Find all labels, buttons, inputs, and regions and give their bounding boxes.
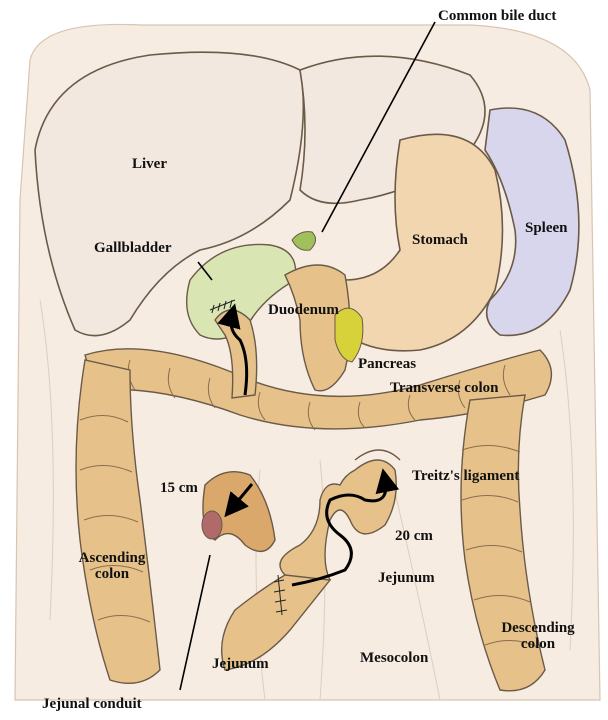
label-duodenum: Duodenum (268, 302, 339, 318)
label-gallbladder: Gallbladder (94, 240, 172, 256)
jejunal-conduit-lumen (202, 511, 222, 539)
label-spleen: Spleen (525, 220, 568, 236)
label-ascending-colon-line1: Ascending (62, 550, 162, 566)
label-mesocolon: Mesocolon (360, 650, 428, 666)
label-descending-colon: Descending colon (478, 620, 598, 652)
label-liver: Liver (132, 156, 167, 172)
label-ascending-colon: Ascending colon (62, 550, 162, 582)
label-descending-colon-line2: colon (478, 636, 598, 652)
label-transverse-colon: Transverse colon (390, 380, 498, 396)
label-20cm: 20 cm (395, 528, 433, 544)
label-treitz-ligament: Treitz's ligament (412, 468, 519, 484)
label-stomach: Stomach (412, 232, 468, 248)
label-jejunal-conduit: Jejunal conduit (42, 696, 142, 712)
label-ascending-colon-line2: colon (62, 566, 162, 582)
label-descending-colon-line1: Descending (478, 620, 598, 636)
label-jejunum-right: Jejunum (378, 570, 435, 586)
label-common-bile-duct: Common bile duct (438, 8, 556, 24)
label-pancreas: Pancreas (358, 356, 416, 372)
label-15cm: 15 cm (160, 480, 198, 496)
label-jejunum-bottom: Jejunum (212, 656, 269, 672)
